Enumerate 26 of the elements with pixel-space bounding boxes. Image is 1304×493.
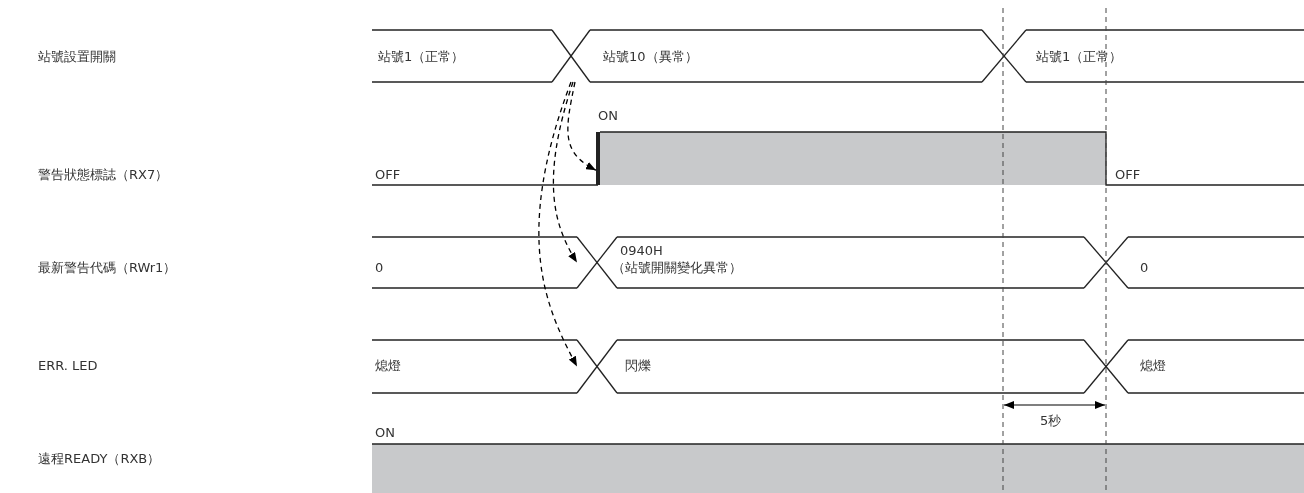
state-label: 熄燈 (375, 358, 401, 374)
arrow (567, 81, 597, 171)
value-label: （站號開關變化異常） (612, 260, 742, 276)
state-label: 熄燈 (1140, 358, 1166, 374)
state-label: 站號10（異常） (603, 49, 698, 65)
signal-transition (576, 339, 618, 394)
rising-edge (596, 132, 600, 185)
state-label: OFF (375, 167, 401, 183)
state-label: 站號1（正常） (1036, 49, 1123, 65)
state-label: ON (598, 108, 618, 124)
signal-transition (576, 236, 618, 289)
value-label: 0 (375, 260, 384, 276)
state-label: OFF (1115, 167, 1141, 183)
arrow (538, 81, 578, 368)
signal-name: 最新警告代碼（RWr1） (38, 260, 177, 276)
signal-name: 站號設置開關 (38, 49, 116, 65)
signal-name: 警告狀態標誌（RX7） (38, 167, 169, 183)
signal-name: 遠程READY（RXB） (38, 451, 161, 467)
signal-transition (551, 29, 591, 83)
state-label: ON (375, 425, 395, 441)
value-label: 0 (1140, 260, 1149, 276)
state-label: 站號1（正常） (378, 49, 465, 65)
value-label: 0940H (620, 243, 663, 259)
signal-name: ERR. LED (38, 358, 98, 374)
arrow (552, 81, 578, 264)
dimension-label: 5秒 (1040, 413, 1062, 429)
